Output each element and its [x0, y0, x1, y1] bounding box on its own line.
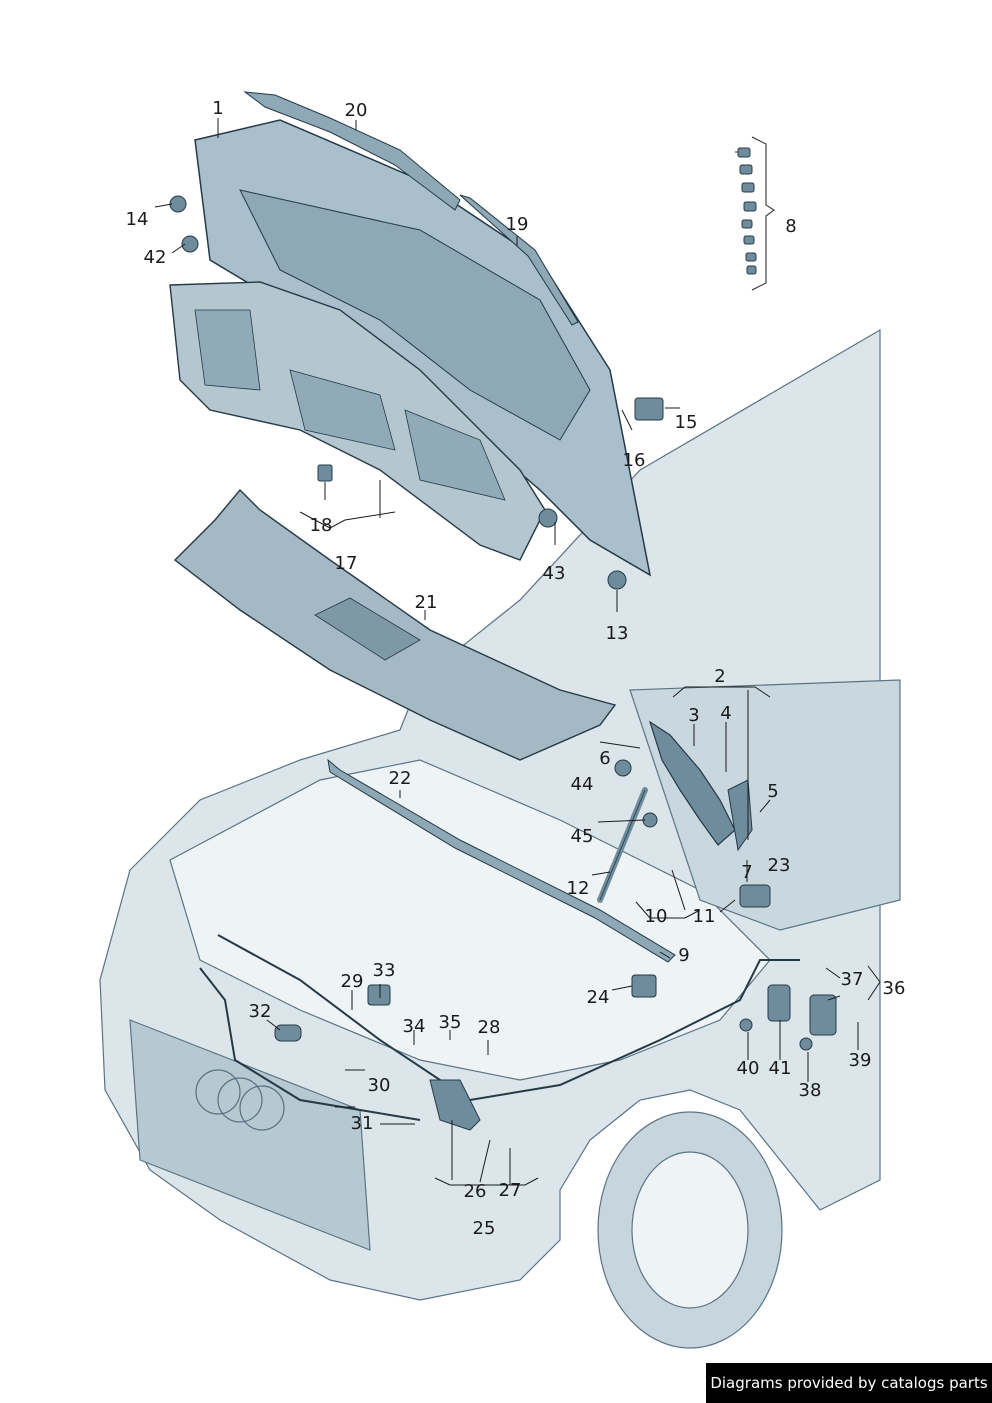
callout-3: 3 [688, 705, 700, 726]
callout-26: 26 [463, 1181, 487, 1202]
callout-4: 4 [720, 703, 732, 724]
callout-39: 39 [848, 1050, 872, 1071]
hinge-assembly [648, 720, 736, 846]
bonnet-lock [429, 1079, 481, 1131]
callout-38: 38 [798, 1080, 822, 1101]
callout-32: 32 [248, 1001, 272, 1022]
callout-35: 35 [438, 1012, 462, 1033]
callout-41: 41 [768, 1058, 792, 1079]
callout-18: 18 [309, 515, 333, 536]
callout-9: 9 [678, 945, 690, 966]
leader-lines [154, 118, 881, 1186]
callout-14: 14 [125, 209, 149, 230]
callout-25: 25 [472, 1218, 496, 1239]
callout-40: 40 [736, 1058, 760, 1079]
callout-15: 15 [674, 412, 698, 433]
callout-20: 20 [344, 100, 368, 121]
callout-12: 12 [566, 878, 590, 899]
callout-31: 31 [350, 1113, 374, 1134]
callout-29: 29 [340, 971, 364, 992]
callout-27: 27 [498, 1180, 522, 1201]
credit-banner: Diagrams provided by catalogs parts [706, 1363, 992, 1403]
callout-28: 28 [477, 1017, 501, 1038]
callout-34: 34 [402, 1016, 426, 1037]
callout-17: 17 [334, 553, 358, 574]
callout-5: 5 [767, 781, 779, 802]
callout-21: 21 [414, 592, 438, 613]
callout-23: 23 [767, 855, 791, 876]
callout-16: 16 [622, 450, 646, 471]
callout-45: 45 [570, 826, 594, 847]
callout-30: 30 [367, 1075, 391, 1096]
vehicle-body [99, 328, 901, 1349]
seal-strip-20 [243, 91, 461, 211]
callout-7: 7 [741, 862, 753, 883]
callout-6: 6 [599, 748, 611, 769]
callout-33: 33 [372, 960, 396, 981]
callout-44: 44 [570, 774, 594, 795]
callout-8: 8 [785, 216, 797, 237]
callout-36: 36 [882, 978, 906, 999]
callout-13: 13 [605, 623, 629, 644]
fastener-set [735, 147, 757, 275]
seal-strip-19 [459, 194, 579, 326]
callout-24: 24 [586, 987, 610, 1008]
callout-37: 37 [840, 969, 864, 990]
seal-strip-22 [327, 758, 676, 963]
callout-42: 42 [143, 247, 167, 268]
callout-10: 10 [644, 906, 668, 927]
callout-1: 1 [212, 98, 224, 119]
callout-22: 22 [388, 768, 412, 789]
callout-19: 19 [505, 214, 529, 235]
callout-2: 2 [714, 666, 726, 687]
callout-43: 43 [542, 563, 566, 584]
callout-11: 11 [692, 906, 716, 927]
release-cable [217, 934, 800, 1102]
